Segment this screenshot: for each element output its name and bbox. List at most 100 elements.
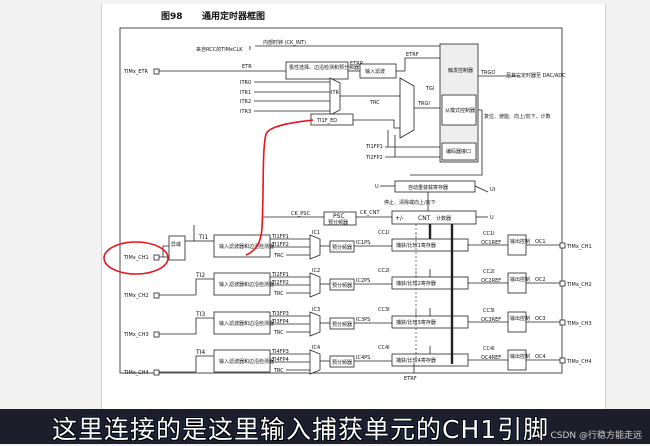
itr1-label: ITR1 (240, 90, 251, 96)
tgi-label: TGI (425, 86, 434, 92)
input-filter-ch1-label: 输入滤波器和边沿检测器 (219, 243, 274, 250)
itr-mux (329, 77, 341, 116)
pin-out-ch3 (559, 319, 566, 326)
ocref-ch4: OC4REF (481, 355, 501, 361)
itr0-label: ITR0 (240, 80, 251, 86)
output-control-ch3 (507, 311, 527, 333)
ti1-label: TI1 (198, 234, 208, 241)
encoder-if-label: 编码器接口 (446, 148, 471, 155)
fp-a-ch4: TI4FP3 (271, 349, 289, 355)
etrp-label: ETRP (350, 61, 363, 67)
cci-out-ch1: CC1I (483, 231, 495, 237)
slave-ctrl-label: 从模式控制器 (445, 107, 475, 114)
icps-ch3: IC3PS (356, 317, 370, 323)
cci-out-ch2: CC2I (483, 269, 495, 275)
subtitle-bar (0, 409, 650, 444)
ccr-ch2-label: 捕获/比较2寄存器 (396, 280, 436, 287)
trc-ch4: TRC (273, 368, 284, 374)
trigger-mux (399, 77, 415, 139)
channel-2: TIMx_CH2TI2输入滤波器和边沿检测器TI2FP1TI2FP2TRCIC2… (123, 268, 592, 299)
pin-etr-label: TIMx_ETR (123, 69, 149, 75)
trgi-label: TRGI (417, 101, 430, 107)
fp-b-ch1: TI1FP2 (271, 242, 289, 248)
pin-out-ch4-label: TIMx_CH4 (566, 359, 592, 365)
channel-3: TIMx_CH3TI3输入滤波器和边沿检测器TI3FP3TI3FP4TRCIC3… (123, 307, 592, 338)
input-filter-ch4-label: 输入滤波器和边沿检测器 (219, 358, 274, 365)
input-filter-ch3-label: 输入滤波器和边沿检测器 (219, 320, 274, 327)
fp-a-ch3: TI3FP3 (271, 311, 289, 317)
fp-a-ch2: TI2FP1 (271, 272, 289, 278)
fp-b-ch3: TI3FP4 (271, 319, 289, 325)
prescaler-ch1-label: 预分频器 (332, 244, 352, 251)
etr-label: ETR (242, 64, 252, 70)
pin-in-ch1 (153, 254, 160, 261)
trc-top-label: TRC (369, 100, 380, 106)
slave-mode-controller (441, 94, 477, 126)
itr-sig-label: ITR (331, 90, 340, 96)
u-top-label: U (375, 184, 379, 190)
cci-ch1: CC1I (378, 230, 390, 236)
ti1fp1-top-label: TI1FP1 (365, 144, 383, 150)
internal-clock-label: 内部时钟 (CK_INT) (263, 39, 306, 46)
channel-4: TIMx_CH4TI4输入滤波器和边沿检测器TI4FP3TI4FP4TRCIC4… (123, 345, 592, 376)
pin-in-ch4 (153, 369, 160, 376)
output-control-ch4 (507, 349, 527, 371)
pin-out-ch2 (559, 280, 566, 287)
annotation-ellipse-ch1 (103, 241, 169, 275)
ic-mux-ch1 (309, 234, 321, 260)
psc-prescaler-box (323, 211, 357, 226)
ic-mux-ch3 (309, 311, 321, 337)
output-control-ch3-label: 输出控制 (510, 315, 530, 322)
input-filter-ch2-label: 输入滤波器和边沿检测器 (219, 281, 274, 288)
diagram-frame (101, 4, 606, 412)
itr-inputs: ITR0 ITR1 ITR2 ITR3 (240, 80, 330, 115)
pin-in-ch2-label: TIMx_CH2 (123, 293, 149, 299)
cci-ch3: CC3I (378, 307, 390, 313)
pin-in-ch2 (153, 292, 160, 299)
ic-ch1-label: IC1 (312, 230, 320, 236)
timer-block-diagram: 图98 通用定时器框图 内部时钟 (CK_INT) 来自RCC的TIMxCLK … (103, 10, 592, 382)
oc-ch3: OC3 (535, 316, 546, 322)
prescaler-ch2-label: 预分频器 (332, 282, 352, 289)
pin-out-ch4 (559, 357, 566, 364)
figure-number: 图98 (161, 11, 183, 22)
itr2-label: ITR2 (240, 99, 251, 105)
pin-in-ch3-label: TIMx_CH3 (123, 332, 149, 338)
psc-desc: 预分频器 (328, 219, 348, 226)
prescaler-ch4 (329, 355, 355, 368)
reset-desc: 复位、使能、向上/向下、计数 (484, 113, 551, 120)
pin-in-ch4-label: TIMx_CH4 (123, 370, 149, 376)
ic-mux-ch4 (309, 349, 321, 375)
cci-ch2: CC2I (378, 268, 390, 274)
watermark: CSDN @行稳方能走远 (550, 431, 642, 441)
stop-desc: 停止、清除或向上/向下 (384, 199, 436, 206)
output-control-ch2-label: 输出控制 (510, 276, 530, 283)
ti1f-ed-label: TI1F_ED (316, 118, 337, 124)
polarity-select-box (285, 61, 349, 80)
cnt-label: CNT (418, 215, 431, 222)
icps-ch1: IC1PS (356, 240, 370, 246)
ccr-ch3-label: 捕获/比较3寄存器 (396, 319, 436, 326)
ocref-ch2: OC2REF (481, 278, 501, 284)
ti2-label: TI2 (195, 272, 205, 279)
prescaler-ch3 (329, 317, 355, 330)
fp-b-ch2: TI2FP2 (271, 280, 289, 286)
polarity-box-label: 极性选择、边沿检测和预分频器 (289, 64, 359, 71)
cnt-pm-label: +/- (395, 215, 404, 222)
ui-label: UI (490, 187, 495, 193)
trc-ch1: TRC (273, 253, 284, 259)
auto-reload-register (394, 180, 476, 193)
ti3-label: TI3 (195, 311, 205, 318)
fp-a-ch1: TI1FP1 (271, 234, 289, 240)
prescaler-ch2 (329, 278, 355, 291)
trc-ch2: TRC (273, 291, 284, 297)
trgo-label: TRGO (480, 70, 495, 76)
prescaler-ch4-label: 预分频器 (332, 359, 352, 366)
pin-in-ch1-label: TIMx_CH1 (123, 255, 149, 261)
icps-ch4: IC4PS (356, 355, 370, 361)
trigger-ctrl-label: 触发控制器 (448, 67, 473, 74)
etrf-label: ETRF (406, 52, 419, 58)
input-filter-ch3 (213, 311, 271, 335)
